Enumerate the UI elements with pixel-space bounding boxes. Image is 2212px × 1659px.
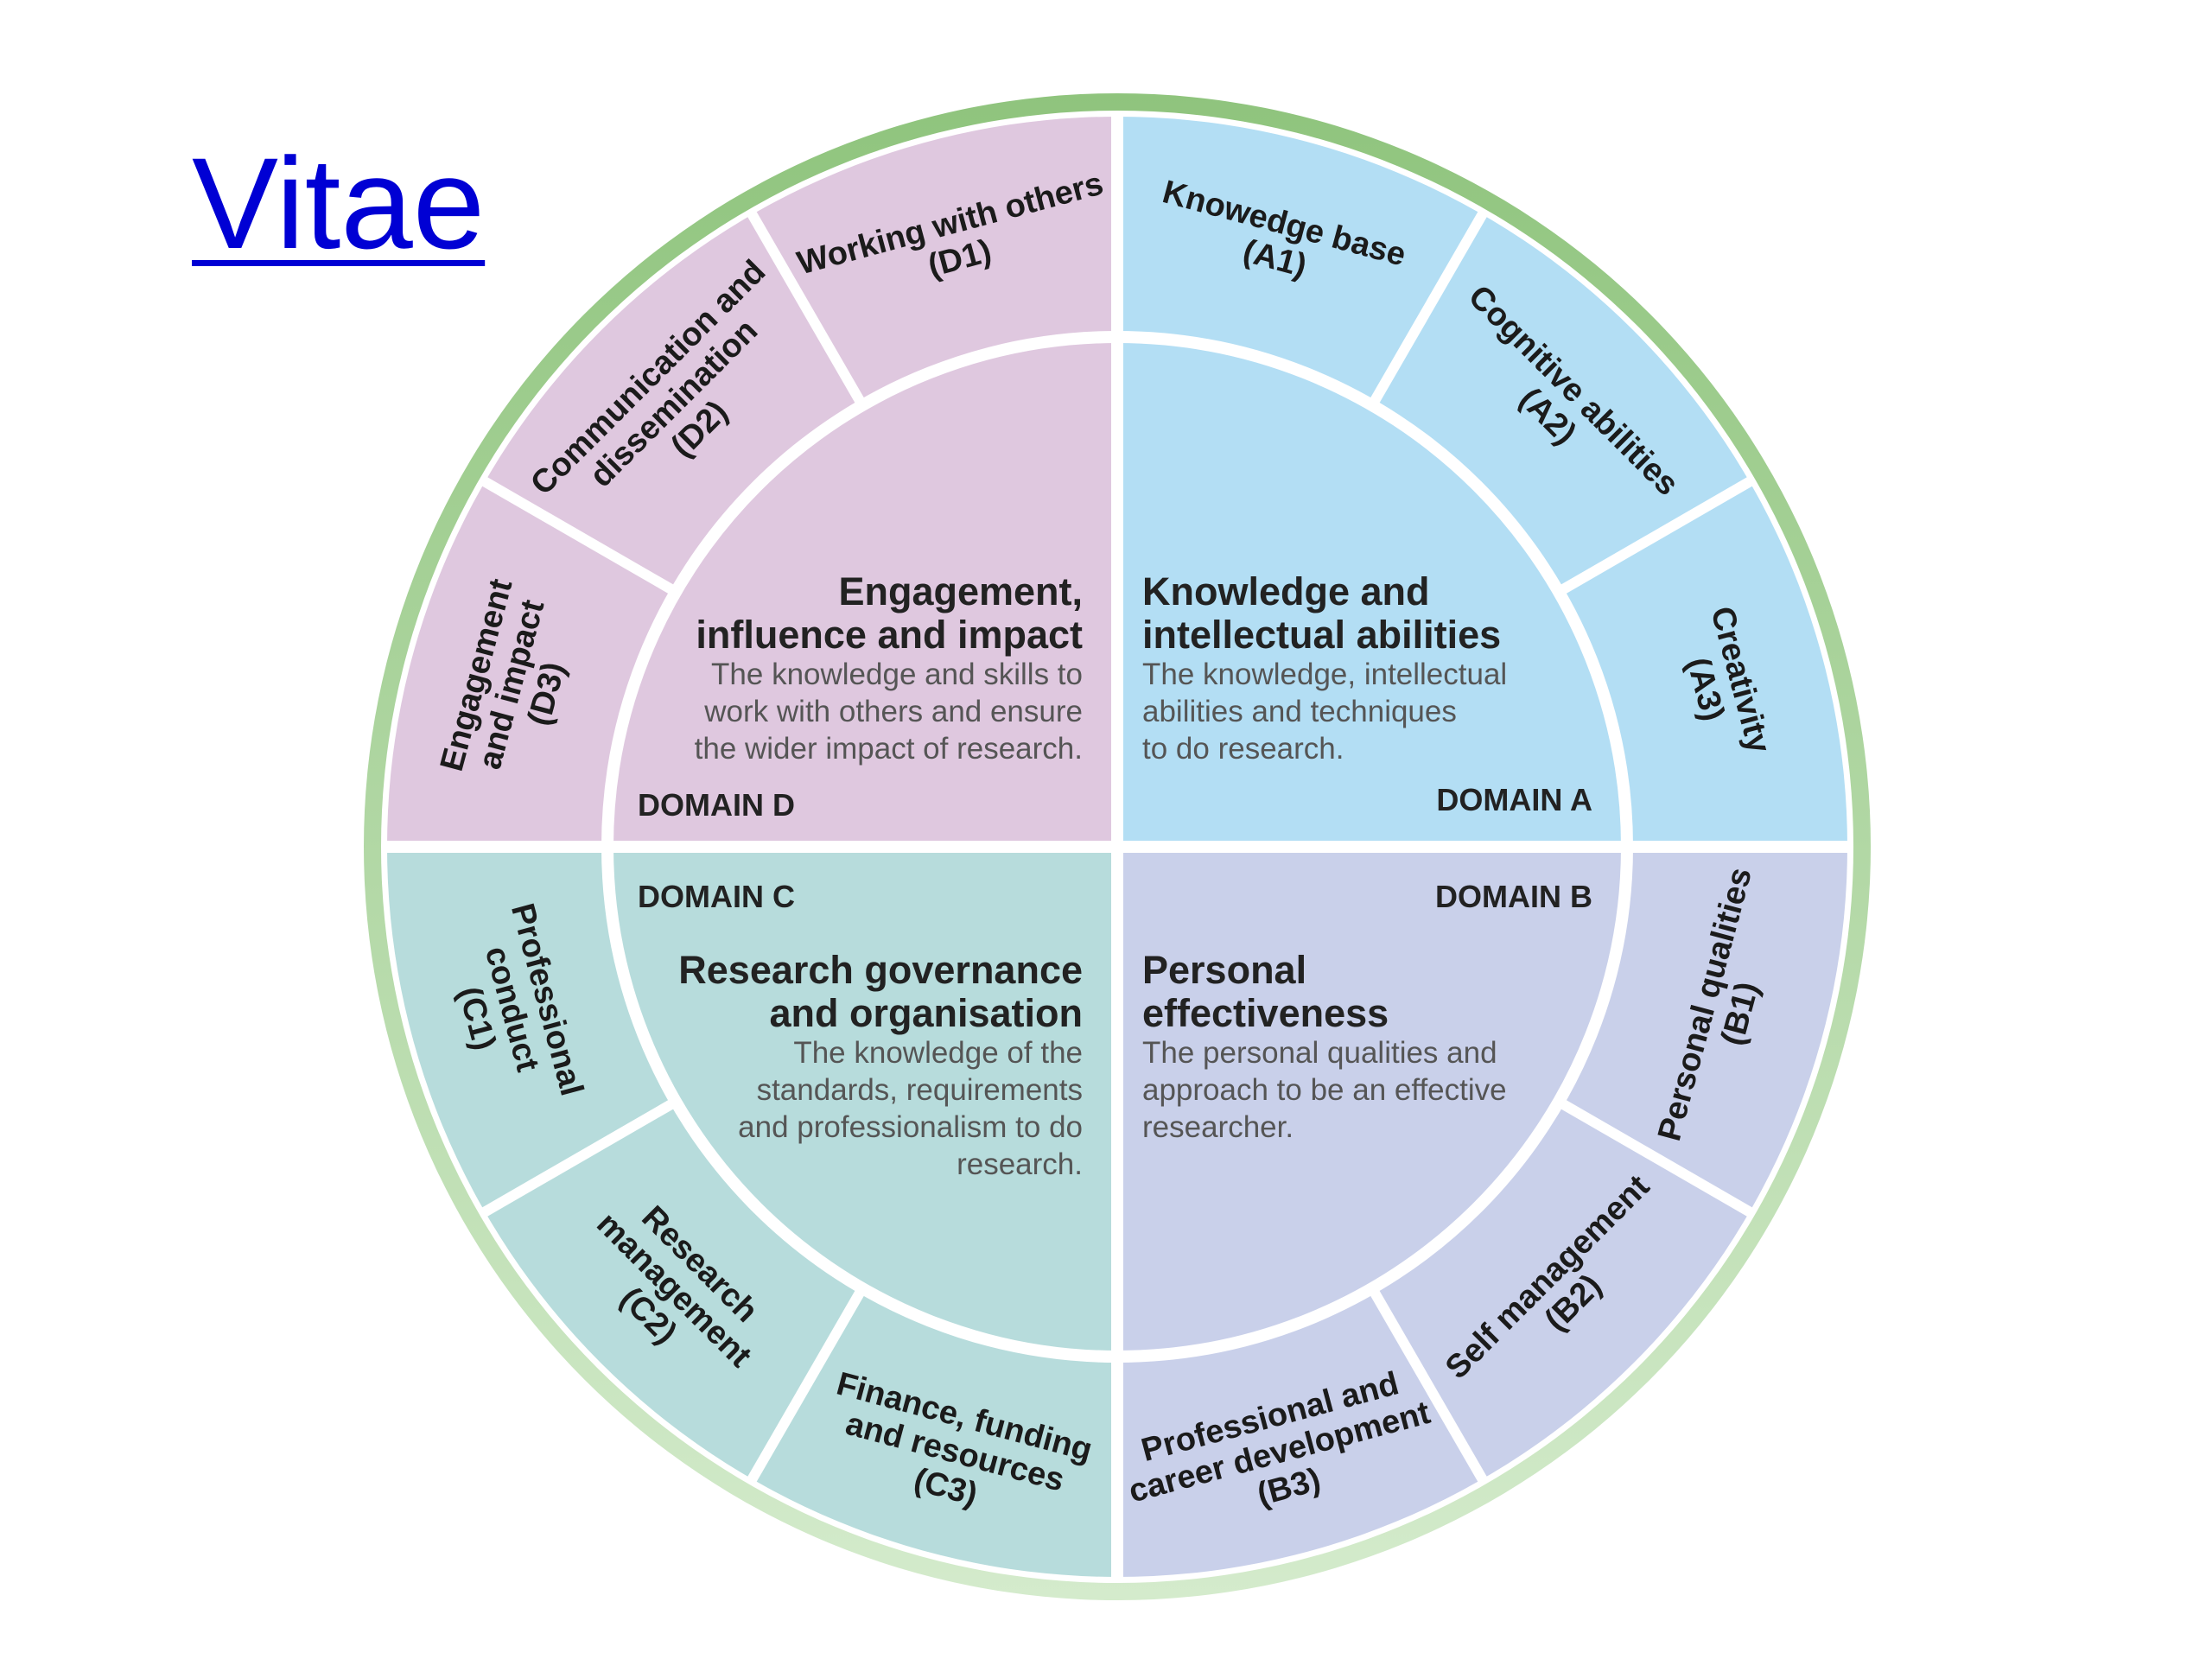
segment-divider <box>1367 1285 1488 1484</box>
segment-divider <box>1555 1096 1754 1217</box>
domain-a-core <box>1117 337 1627 847</box>
domain-c-tag: DOMAIN C <box>638 879 795 914</box>
segment-divider <box>480 476 679 597</box>
segment-divider <box>480 1096 679 1217</box>
domain-d-title: Engagement,influence and impact <box>696 569 1083 657</box>
domain-d-core <box>607 337 1117 847</box>
vitae-link[interactable]: Vitae <box>192 130 486 276</box>
segment-divider <box>1555 476 1754 597</box>
segment-divider <box>1367 210 1488 409</box>
domain-b-core <box>1117 847 1627 1357</box>
domain-a-tag: DOMAIN A <box>1436 782 1592 817</box>
segment-divider <box>747 210 868 409</box>
domain-d-tag: DOMAIN D <box>638 787 795 823</box>
domain-b-tag: DOMAIN B <box>1435 879 1592 914</box>
segment-divider <box>747 1285 868 1484</box>
domain-c-core <box>607 847 1117 1357</box>
